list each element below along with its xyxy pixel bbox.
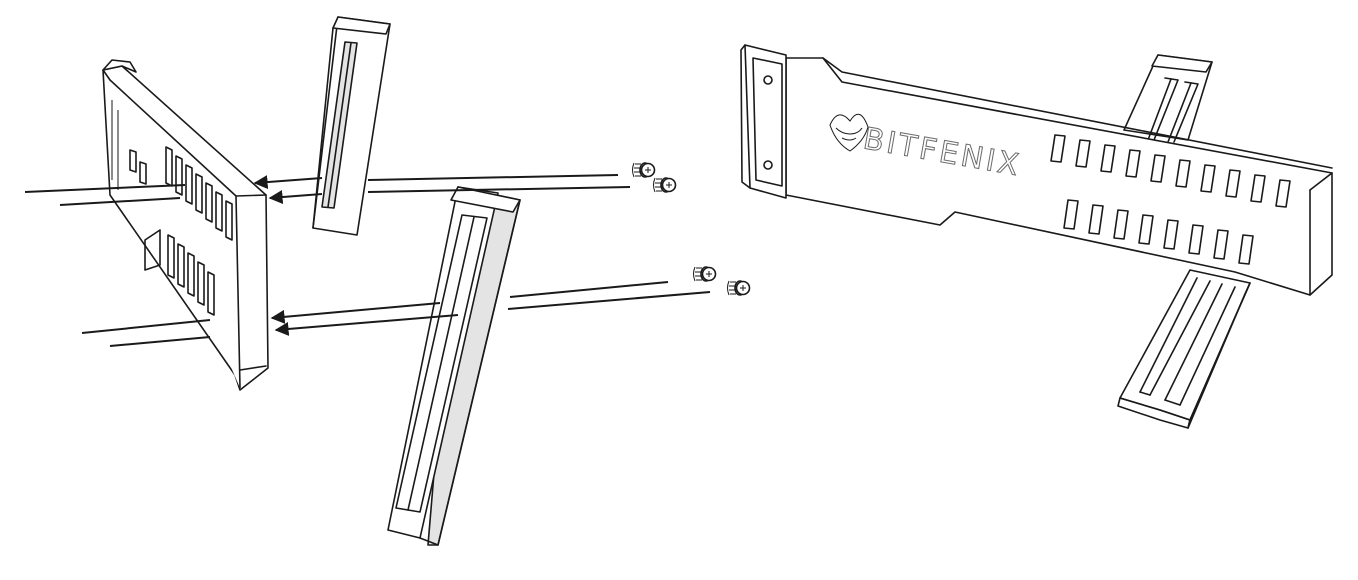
assembled-support-bar [1123,54,1213,143]
assembly-arrows [253,174,711,336]
assembled-support-bar-lower [1117,269,1251,429]
support-bar-short [312,16,391,236]
guide-lines-left [24,184,211,347]
assembled-bracket: BITFENIX [740,44,1333,296]
screw-set-upper [631,162,677,193]
bracket-vent-slots-lower [167,234,215,316]
screw-set-lower [692,266,751,296]
bitfenix-logo [829,113,869,152]
assembled-vent-slots-upper [1050,134,1291,208]
assembled-vent-slots-lower [1063,199,1254,265]
bracket-side-view [102,59,269,391]
bracket-vent-slots-upper [165,146,233,241]
support-bar-long [387,186,521,546]
